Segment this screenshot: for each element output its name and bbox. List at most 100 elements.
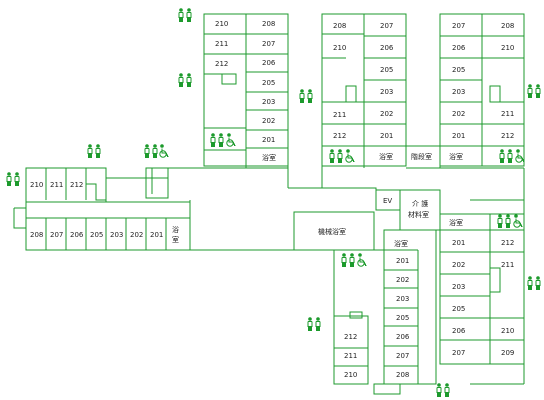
room: 210 bbox=[215, 20, 228, 28]
room: 212 bbox=[501, 239, 514, 247]
room: 208 bbox=[333, 22, 346, 30]
room: 210 bbox=[501, 327, 514, 335]
room: 211 bbox=[50, 181, 63, 189]
elevator-label: EV bbox=[383, 197, 392, 205]
room: 206 bbox=[70, 231, 84, 239]
room: 212 bbox=[344, 333, 357, 341]
room: 210 bbox=[333, 44, 346, 52]
room: 206 bbox=[380, 44, 394, 52]
machine-bath-label: 機械浴室 bbox=[318, 227, 346, 236]
restroom-icon bbox=[178, 73, 192, 87]
room: 212 bbox=[215, 60, 228, 68]
room: 205 bbox=[452, 305, 465, 313]
room: 208 bbox=[396, 371, 409, 379]
room: 201 bbox=[452, 132, 465, 140]
room: 203 bbox=[262, 98, 275, 106]
restroom-icon bbox=[144, 144, 158, 158]
room: 205 bbox=[262, 79, 275, 87]
bath-label: 浴室 bbox=[449, 218, 463, 227]
restroom-icon bbox=[307, 317, 321, 331]
room: 206 bbox=[396, 333, 410, 341]
room: 210 bbox=[344, 371, 357, 379]
room: 205 bbox=[90, 231, 103, 239]
restroom-icon bbox=[299, 89, 313, 103]
wheelchair-icon bbox=[159, 144, 169, 158]
southeast-column-rooms: 浴室 201 202 203 205 206 207 212 211 210 2… bbox=[440, 218, 524, 357]
room: 208 bbox=[501, 22, 514, 30]
room: 202 bbox=[262, 117, 275, 125]
room: 211 bbox=[344, 352, 357, 360]
room: 202 bbox=[396, 276, 409, 284]
room: 212 bbox=[333, 132, 346, 140]
wheelchair-icon bbox=[345, 149, 355, 163]
room: 208 bbox=[30, 231, 43, 239]
room: 202 bbox=[380, 110, 393, 118]
room: 210 bbox=[30, 181, 43, 189]
room: 208 bbox=[262, 20, 275, 28]
center-labels: 機械浴室 EV 介 護 材料室 bbox=[318, 197, 429, 236]
walls bbox=[13, 13, 525, 395]
room: 203 bbox=[396, 295, 409, 303]
room: 202 bbox=[130, 231, 143, 239]
room: 201 bbox=[150, 231, 163, 239]
west-rooms: 210 211 212 208 207 206 205 203 202 201 … bbox=[26, 168, 190, 250]
room: 201 bbox=[380, 132, 393, 140]
room: 207 bbox=[396, 352, 409, 360]
room: 206 bbox=[262, 59, 276, 67]
south-column-rooms: 212 211 210 浴室 201 202 203 205 206 207 2… bbox=[334, 239, 419, 384]
room: 206 bbox=[452, 327, 466, 335]
bath-label: 浴室 bbox=[449, 152, 463, 161]
room: 205 bbox=[452, 66, 465, 74]
room: 211 bbox=[333, 111, 346, 119]
room: 211 bbox=[501, 110, 514, 118]
room: 202 bbox=[452, 110, 465, 118]
room: 209 bbox=[501, 349, 514, 357]
room: 210 bbox=[501, 44, 514, 52]
restroom-icon bbox=[329, 149, 343, 163]
room: 203 bbox=[452, 88, 465, 96]
restroom-icon bbox=[6, 172, 20, 186]
wheelchair-icon bbox=[357, 253, 367, 267]
column-2-rooms: 208 210 211 212 207 206 205 203 202 201 … bbox=[322, 22, 440, 161]
column-1-rooms: 210 211 212 208 207 206 205 203 202 201 … bbox=[204, 20, 288, 162]
restroom-icon bbox=[178, 8, 192, 22]
bath-label: 浴室 bbox=[262, 153, 276, 162]
restroom-icon bbox=[499, 149, 513, 163]
room: 207 bbox=[452, 349, 465, 357]
room: 212 bbox=[501, 132, 514, 140]
room: 207 bbox=[262, 40, 275, 48]
bath-label-vertical: 浴 bbox=[172, 225, 179, 234]
column-3-rooms: 207 206 205 203 202 201 208 210 211 212 … bbox=[440, 22, 524, 161]
wheelchair-icon bbox=[515, 149, 525, 163]
restroom-icon bbox=[436, 383, 450, 397]
room: 205 bbox=[396, 314, 409, 322]
room: 206 bbox=[452, 44, 466, 52]
room: 203 bbox=[452, 283, 465, 291]
room: 201 bbox=[396, 257, 409, 265]
stairwell-label: 階段室 bbox=[411, 152, 432, 161]
room: 203 bbox=[380, 88, 393, 96]
wheelchair-icon bbox=[513, 214, 523, 228]
restroom-icon bbox=[87, 144, 101, 158]
room: 211 bbox=[215, 40, 228, 48]
restroom-icon bbox=[527, 276, 541, 290]
care-storage-label: 材料室 bbox=[408, 210, 429, 219]
bath-label-vertical: 室 bbox=[172, 235, 179, 244]
room: 207 bbox=[452, 22, 465, 30]
restroom-icon bbox=[210, 133, 224, 147]
room: 207 bbox=[380, 22, 393, 30]
restroom-icon bbox=[341, 253, 355, 267]
room: 201 bbox=[452, 239, 465, 247]
room: 212 bbox=[70, 181, 83, 189]
restroom-icon bbox=[527, 84, 541, 98]
care-storage-label: 介 護 bbox=[412, 199, 428, 208]
wheelchair-icon bbox=[226, 133, 236, 147]
room: 211 bbox=[501, 261, 514, 269]
restroom-icon bbox=[497, 214, 511, 228]
room: 202 bbox=[452, 261, 465, 269]
room: 205 bbox=[380, 66, 393, 74]
bath-label: 浴室 bbox=[379, 152, 393, 161]
room: 207 bbox=[50, 231, 63, 239]
bath-label: 浴室 bbox=[394, 239, 408, 248]
room: 201 bbox=[262, 136, 275, 144]
